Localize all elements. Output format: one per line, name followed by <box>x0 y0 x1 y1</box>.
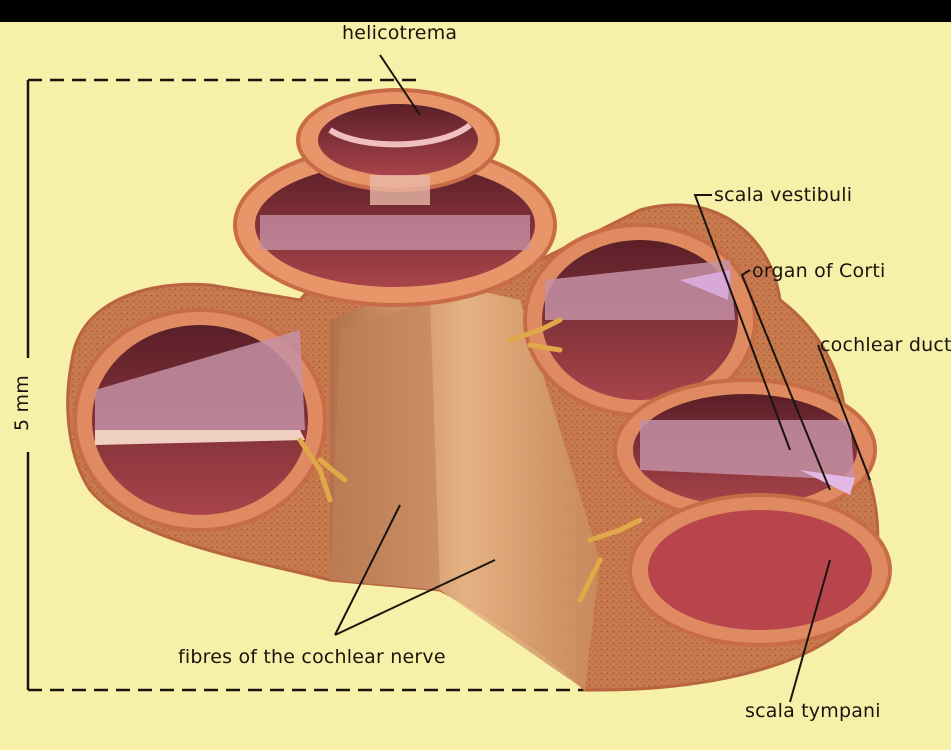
label-helicotrema: helicotrema <box>342 22 457 44</box>
label-organ-of-corti: organ of Corti <box>752 260 885 282</box>
label-scale-5mm: 5 mm <box>11 375 33 431</box>
label-scala-vestibuli: scala vestibuli <box>714 184 852 206</box>
label-fibres-of-the-cochlear-nerve: fibres of the cochlear nerve <box>178 646 446 668</box>
label-scala-tympani: scala tympani <box>745 700 881 722</box>
label-cochlear-duct: cochlear duct <box>820 334 951 356</box>
